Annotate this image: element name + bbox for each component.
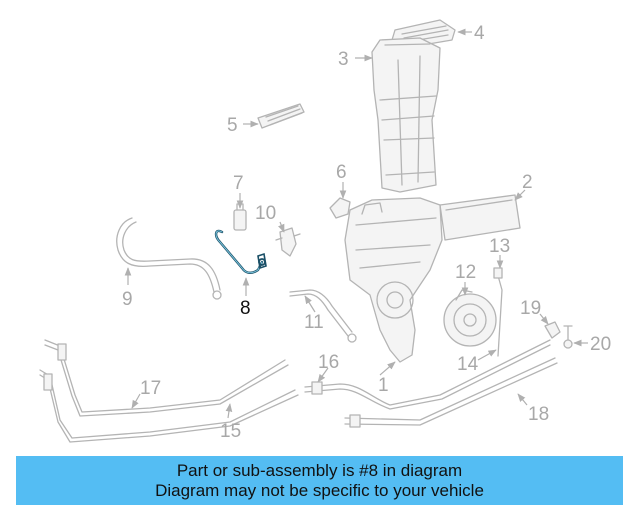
callout-1: 1 [378, 375, 389, 396]
part-12-blower[interactable] [443, 289, 497, 347]
part-16-line[interactable] [304, 339, 551, 410]
callout-14: 14 [457, 354, 479, 375]
parts-diagram: 4 3 5 2 6 7 10 8 9 11 12 13 14 19 20 16 … [39, 19, 611, 443]
part-3-air-duct[interactable] [371, 37, 441, 193]
banner-line-2: Diagram may not be specific to your vehi… [155, 480, 484, 500]
callout-3: 3 [338, 49, 349, 70]
callout-13: 13 [489, 236, 510, 257]
callout-11: 11 [304, 312, 324, 333]
callout-20: 20 [590, 334, 611, 355]
callout-2: 2 [522, 172, 533, 193]
part-9-line[interactable] [116, 217, 222, 300]
callout-5: 5 [227, 115, 238, 136]
callout-19: 19 [520, 298, 541, 319]
banner-line-1: Part or sub-assembly is #8 in diagram [176, 460, 463, 480]
part-17-line[interactable] [44, 339, 289, 417]
part-2-panel[interactable] [439, 194, 521, 241]
part-11-line[interactable] [289, 289, 357, 343]
part-5-grille[interactable] [257, 103, 305, 129]
callout-6: 6 [336, 162, 347, 183]
part-20-fastener[interactable] [563, 325, 573, 349]
info-banner: Part or sub-assembly is #8 in diagram Di… [16, 456, 623, 505]
part-10-valve[interactable] [275, 227, 301, 257]
callout-8: 8 [240, 298, 251, 319]
part-18-line[interactable] [344, 357, 558, 428]
part-8-hose[interactable] [214, 229, 267, 274]
callout-16: 16 [318, 352, 339, 373]
callout-17: 17 [140, 378, 161, 399]
part-15-line[interactable] [39, 369, 299, 443]
callout-10: 10 [255, 203, 276, 224]
callout-18: 18 [528, 404, 549, 425]
callout-7: 7 [233, 173, 244, 194]
callout-12: 12 [455, 262, 476, 283]
part-6-bracket[interactable] [329, 197, 351, 219]
callout-15: 15 [220, 421, 241, 442]
callout-9: 9 [122, 289, 133, 310]
part-19-clip[interactable] [544, 321, 561, 339]
callout-4: 4 [474, 23, 485, 44]
part-1-housing[interactable] [344, 197, 443, 363]
